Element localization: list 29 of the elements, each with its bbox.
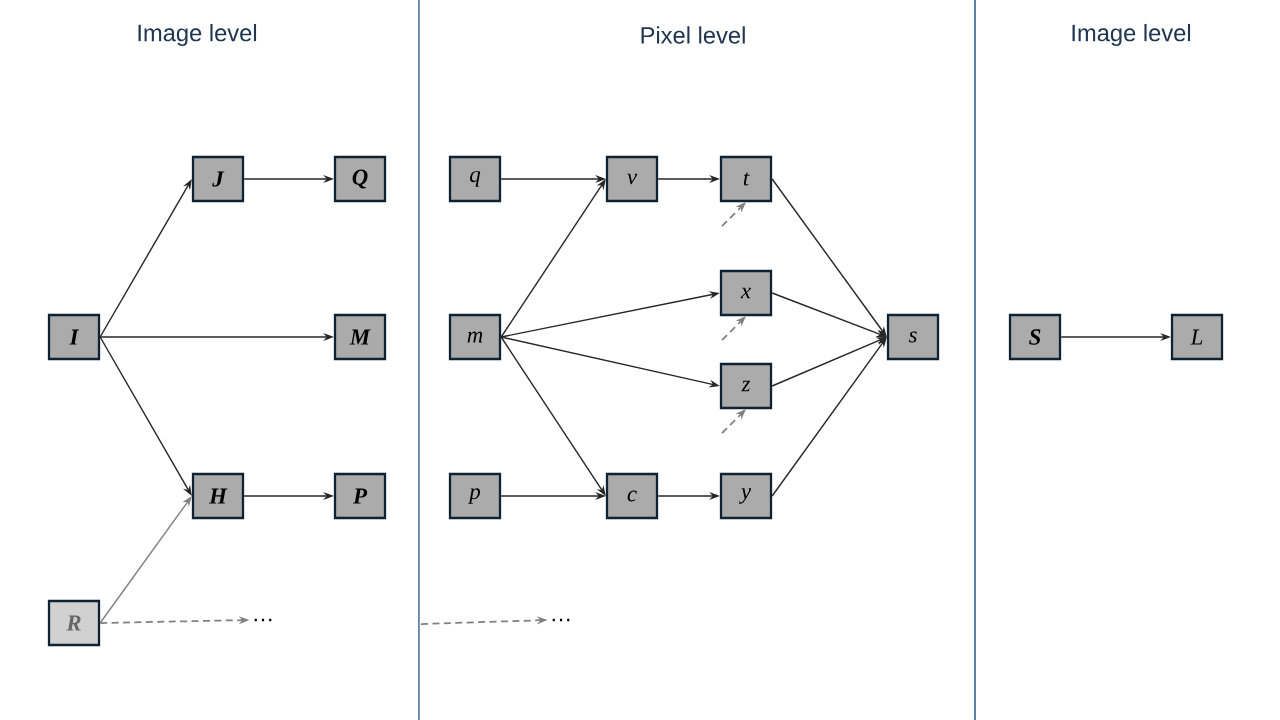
variable-box: m xyxy=(448,313,502,361)
variable-box: M xyxy=(333,313,387,361)
variable-box: y xyxy=(719,472,773,520)
variable-box: q xyxy=(448,155,502,203)
variable-box: P xyxy=(333,472,387,520)
variable-box: I xyxy=(47,313,101,361)
variable-box: z xyxy=(719,362,773,410)
ellipsis-text: … xyxy=(552,618,570,622)
variable-box: Q xyxy=(333,155,387,203)
variable-box: J xyxy=(191,155,245,203)
variable-box: c xyxy=(605,472,659,520)
variable-box: R xyxy=(47,599,101,647)
arrow xyxy=(500,336,606,496)
variable-box: t xyxy=(719,155,773,203)
variable-box: S xyxy=(1008,313,1062,361)
variable-box: L xyxy=(1170,313,1224,361)
arrow xyxy=(771,178,887,337)
variable-box: p xyxy=(448,472,502,520)
column-heading: Pixel level xyxy=(641,26,745,44)
variable-box: x xyxy=(719,269,773,317)
arrow xyxy=(99,496,192,624)
arrow xyxy=(500,179,606,338)
column-heading: Image level xyxy=(1072,23,1191,47)
variable-box: s xyxy=(886,313,940,361)
variable-box: H xyxy=(191,472,245,520)
ellipsis-text: … xyxy=(254,618,272,622)
variable-box: v xyxy=(605,155,659,203)
column-heading: Image level xyxy=(138,23,257,47)
arrow xyxy=(771,337,887,497)
